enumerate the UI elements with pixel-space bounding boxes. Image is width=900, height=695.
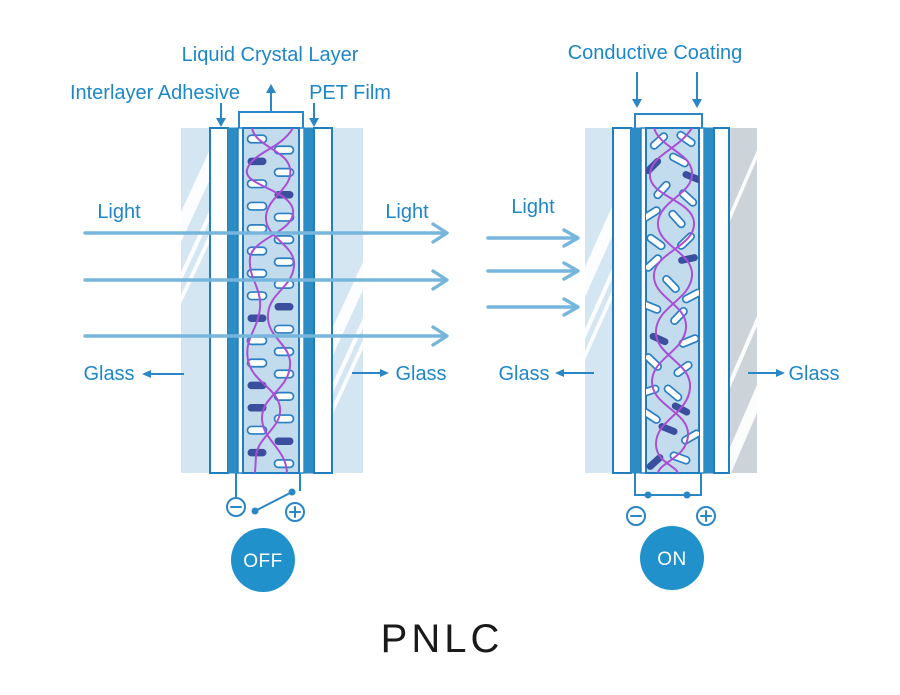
glass-shine xyxy=(728,150,757,473)
left-arrow-icon xyxy=(142,370,151,378)
up-arrow-icon xyxy=(266,84,276,93)
polymer-network xyxy=(648,128,696,473)
interlayer-adhesive-label: Interlayer Adhesive xyxy=(70,82,240,104)
on-state-label: ON xyxy=(657,549,687,570)
down-arrow-icon xyxy=(632,99,642,108)
interlayer-adhesive-layer xyxy=(313,127,333,474)
lc-droplet xyxy=(653,180,671,200)
lc-droplet xyxy=(274,437,294,445)
lc-droplet xyxy=(274,303,294,311)
conductive-coating-layer xyxy=(227,127,239,474)
negative-terminal-icon xyxy=(626,506,646,526)
light-rays-blocked xyxy=(486,228,580,317)
lc-droplet xyxy=(247,157,267,166)
lc-droplet xyxy=(273,167,295,177)
glass-pane-right xyxy=(332,128,363,473)
light-rays-transmitted xyxy=(83,222,449,347)
lc-droplet xyxy=(646,206,661,222)
pet-film-label: PET Film xyxy=(309,82,391,104)
glass-right-label: Glass xyxy=(788,363,839,385)
polymer-network xyxy=(245,128,296,473)
lc-droplet xyxy=(646,233,666,251)
lc-droplet xyxy=(273,347,295,357)
lc-droplet xyxy=(273,212,295,222)
interlayer-adhesive-layer xyxy=(209,127,229,474)
lc-droplet xyxy=(662,274,680,294)
light-out-label: Light xyxy=(385,201,429,223)
right-arrow-icon xyxy=(776,369,785,377)
lc-droplet xyxy=(273,324,295,334)
lc-droplet xyxy=(663,384,683,402)
circuit-closed xyxy=(626,473,716,526)
light-arrowhead-icon xyxy=(562,228,580,248)
conductive-coating-layer xyxy=(703,127,715,474)
off-state-label: OFF xyxy=(243,551,283,572)
conductive-coating-label: Conductive Coating xyxy=(568,42,743,64)
on-state-panel: Conductive Coating Light Glass Glass ON xyxy=(486,42,840,590)
conductive-coating-layer xyxy=(630,127,642,474)
lc-droplet xyxy=(273,257,295,267)
light-in-label: Light xyxy=(97,201,141,223)
conductive-coating-layer xyxy=(303,127,315,474)
lc-droplet xyxy=(668,152,690,168)
circuit-open-switch xyxy=(226,473,305,522)
lc-droplet xyxy=(670,306,688,326)
light-arrowhead-icon xyxy=(431,222,449,244)
lc-droplet xyxy=(247,404,267,412)
lc-droplet xyxy=(681,288,699,304)
light-arrowhead-icon xyxy=(562,261,580,281)
interlayer-adhesive-layer xyxy=(612,127,632,474)
light-arrowhead-icon xyxy=(562,297,580,317)
lc-droplet xyxy=(246,358,268,368)
glass-pane-left xyxy=(585,128,615,473)
lc-droplet xyxy=(678,189,698,207)
interlayer-adhesive-layer xyxy=(713,127,730,474)
light-in-label: Light xyxy=(511,196,555,218)
diagram-title: PNLC xyxy=(381,617,504,661)
lc-annotation-bracket xyxy=(238,111,304,128)
glass-left-label: Glass xyxy=(498,363,549,385)
right-arrow-icon xyxy=(380,369,389,377)
liquid-crystal-layer-label: Liquid Crystal Layer xyxy=(182,44,359,66)
glass-pane-right-opaque xyxy=(728,128,757,473)
glass-shine xyxy=(585,200,615,360)
glass-left-label: Glass xyxy=(83,363,134,385)
left-arrow-icon xyxy=(555,369,564,377)
lc-droplet xyxy=(246,291,268,301)
lc-droplet xyxy=(646,300,662,314)
lc-droplet xyxy=(646,454,664,470)
lc-droplet xyxy=(646,254,663,272)
down-arrow-icon xyxy=(309,118,319,127)
down-arrow-icon xyxy=(216,118,226,127)
on-state-badge: ON xyxy=(640,526,704,590)
glass-pane-left xyxy=(181,128,212,473)
negative-terminal-icon xyxy=(226,497,246,517)
lc-droplet xyxy=(247,381,267,390)
lc-droplet xyxy=(649,132,669,150)
coating-annotation-bracket xyxy=(634,113,703,128)
lc-droplet xyxy=(246,425,268,435)
lc-droplet xyxy=(273,369,295,379)
lc-droplet xyxy=(649,332,669,346)
lc-droplet xyxy=(646,408,661,424)
positive-terminal-icon xyxy=(285,502,305,522)
lc-droplet xyxy=(676,130,696,148)
glass-right-label: Glass xyxy=(395,363,446,385)
lc-droplet xyxy=(246,201,268,211)
off-state-panel: Liquid Crystal Layer Interlayer Adhesive… xyxy=(70,44,449,592)
off-state-badge: OFF xyxy=(231,528,295,592)
down-arrow-icon xyxy=(692,99,702,108)
lc-droplet xyxy=(246,224,268,234)
positive-terminal-icon xyxy=(696,506,716,526)
lc-droplet xyxy=(668,209,686,229)
light-arrowhead-icon xyxy=(431,269,449,291)
glass-shine xyxy=(181,145,212,304)
light-arrowhead-icon xyxy=(431,325,449,347)
lc-droplet xyxy=(669,451,691,465)
